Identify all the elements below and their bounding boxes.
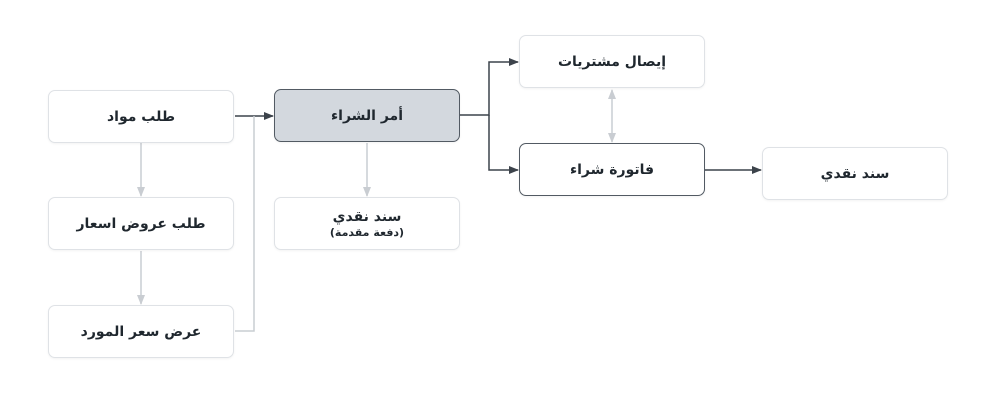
node-label: فاتورة شراء: [569, 161, 655, 178]
node-purchase-invoice[interactable]: فاتورة شراء: [519, 143, 705, 196]
node-label: طلب عروض اسعار: [76, 215, 206, 232]
node-supplier-quotation[interactable]: عرض سعر المورد: [48, 305, 234, 358]
node-advance-payment[interactable]: سند نقدي (دفعة مقدمة): [274, 197, 460, 250]
node-payment-entry[interactable]: سند نقدي: [762, 147, 948, 200]
node-label: طلب مواد: [106, 108, 176, 125]
node-label: أمر الشراء: [330, 107, 404, 124]
node-purchase-receipt[interactable]: إيصال مشتريات: [519, 35, 705, 88]
line-supplier-quotation-to-po: [235, 116, 255, 332]
arrow-po-to-receipt: [460, 58, 519, 116]
arrow-po-to-invoice: [488, 115, 519, 174]
node-material-request[interactable]: طلب مواد: [48, 90, 234, 143]
node-purchase-order[interactable]: أمر الشراء: [274, 89, 460, 142]
node-label: سند نقدي: [820, 165, 890, 182]
node-label: سند نقدي: [332, 208, 402, 225]
node-label: إيصال مشتريات: [557, 53, 667, 70]
node-label: عرض سعر المورد: [80, 323, 202, 340]
node-sublabel: (دفعة مقدمة): [329, 225, 405, 239]
node-request-for-quotation[interactable]: طلب عروض اسعار: [48, 197, 234, 250]
